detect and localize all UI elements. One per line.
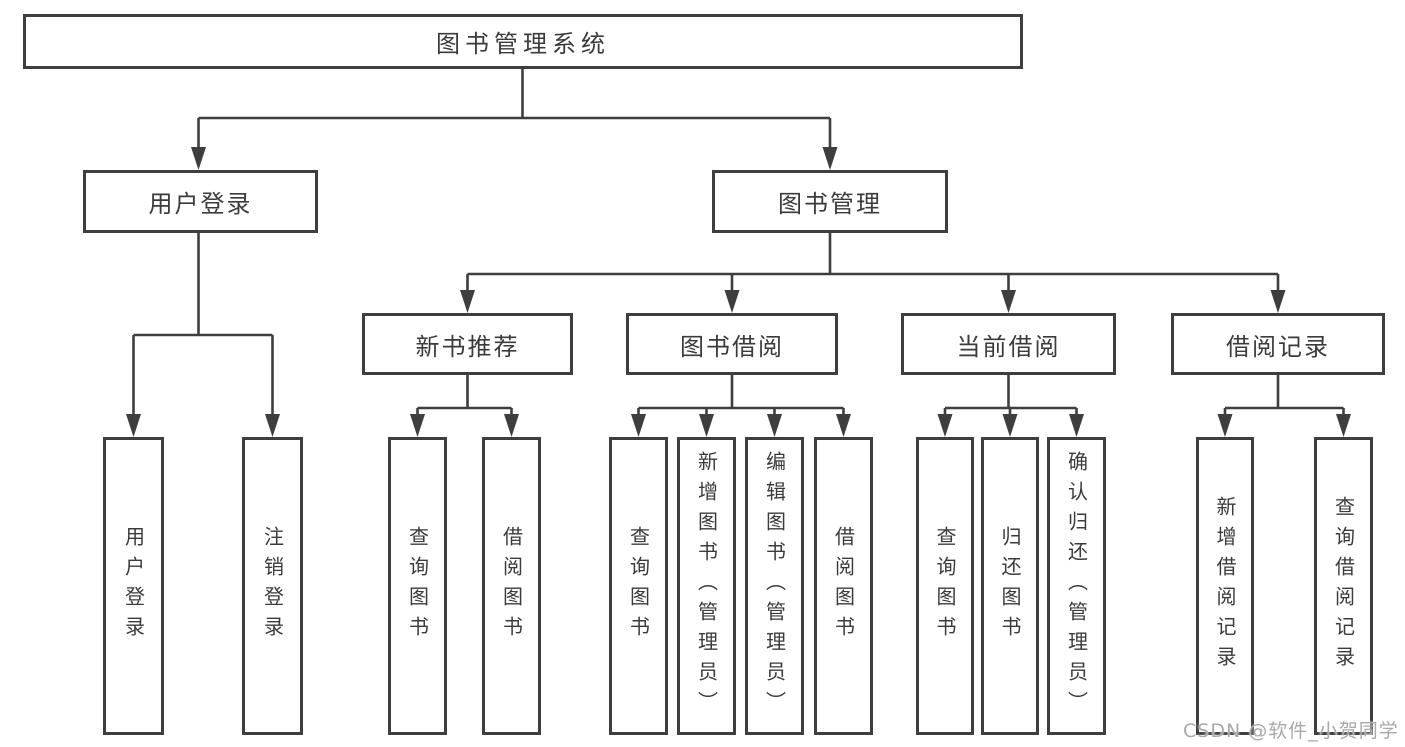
arrowhead-icon	[410, 414, 425, 437]
node-label: 借阅记录	[1226, 332, 1330, 361]
node-user-login-branch: 用户登录	[83, 170, 318, 233]
node-borrow-records: 借阅记录	[1171, 313, 1385, 375]
leaf-nb-query-books: 查询图书	[388, 437, 447, 735]
leaf-cb-confirm-return-admin: 确认归还（管理员）	[1047, 437, 1106, 735]
node-new-book-recommend: 新书推荐	[362, 313, 573, 375]
arrowhead-icon	[1002, 414, 1018, 437]
csdn-watermark: CSDN @软件_小贺同学	[1183, 720, 1399, 742]
arrowhead-icon	[191, 147, 206, 170]
arrowhead-icon	[724, 290, 740, 313]
node-label: 图书管理系统	[436, 30, 610, 58]
arrowhead-icon	[937, 414, 953, 437]
node-label: 新增借阅记录	[1213, 496, 1237, 676]
leaf-logout: 注销登录	[242, 437, 303, 735]
leaf-bb-add-books-admin: 新增图书（管理员）	[677, 437, 736, 735]
arrowhead-icon	[1069, 414, 1084, 437]
arrowhead-icon	[504, 414, 519, 437]
arrowhead-icon	[836, 414, 851, 437]
leaf-nb-borrow-books: 借阅图书	[482, 437, 541, 735]
node-label: 查询图书	[405, 526, 430, 646]
node-label: 图书借阅	[680, 332, 784, 361]
arrowhead-icon	[631, 414, 646, 437]
arrowhead-icon	[1001, 290, 1016, 313]
arrowhead-icon	[1217, 414, 1233, 437]
arrowhead-icon	[822, 147, 838, 170]
arrowhead-icon	[1270, 290, 1286, 313]
node-label: 借阅图书	[499, 526, 524, 646]
node-label: 用户登录	[121, 526, 146, 646]
arrowhead-icon	[767, 414, 782, 437]
arrowhead-icon	[1336, 414, 1351, 437]
leaf-cb-return-books: 归还图书	[981, 437, 1039, 735]
leaf-br-query-record: 查询借阅记录	[1314, 437, 1373, 735]
leaf-cb-query-books: 查询图书	[916, 437, 974, 735]
node-label: 查询图书	[933, 526, 957, 646]
node-current-borrow: 当前借阅	[901, 313, 1116, 375]
node-book-management: 图书管理	[712, 170, 948, 233]
node-label: 归还图书	[998, 526, 1022, 646]
leaf-bb-query-books: 查询图书	[609, 437, 668, 735]
node-label: 新增图书（管理员）	[694, 451, 719, 721]
node-system-root: 图书管理系统	[23, 14, 1023, 69]
node-book-borrow: 图书借阅	[626, 313, 838, 375]
node-label: 编辑图书（管理员）	[762, 451, 787, 721]
node-label: 当前借阅	[956, 332, 1061, 361]
node-label: 查询图书	[626, 526, 651, 646]
node-label: 图书管理	[778, 190, 882, 218]
leaf-user-login: 用户登录	[103, 437, 164, 735]
node-label: 查询借阅记录	[1331, 496, 1356, 676]
arrowhead-icon	[460, 290, 475, 313]
node-label: 确认归还（管理员）	[1064, 451, 1089, 721]
node-label: 用户登录	[148, 190, 253, 218]
leaf-bb-borrow-books: 借阅图书	[814, 437, 873, 735]
arrowhead-icon	[126, 414, 141, 437]
node-label: 新书推荐	[415, 332, 520, 361]
arrowhead-icon	[699, 414, 714, 437]
node-label: 借阅图书	[831, 526, 856, 646]
leaf-bb-edit-books-admin: 编辑图书（管理员）	[745, 437, 804, 735]
leaf-br-add-record: 新增借阅记录	[1196, 437, 1254, 735]
arrowhead-icon	[265, 414, 280, 437]
node-label: 注销登录	[260, 526, 285, 646]
